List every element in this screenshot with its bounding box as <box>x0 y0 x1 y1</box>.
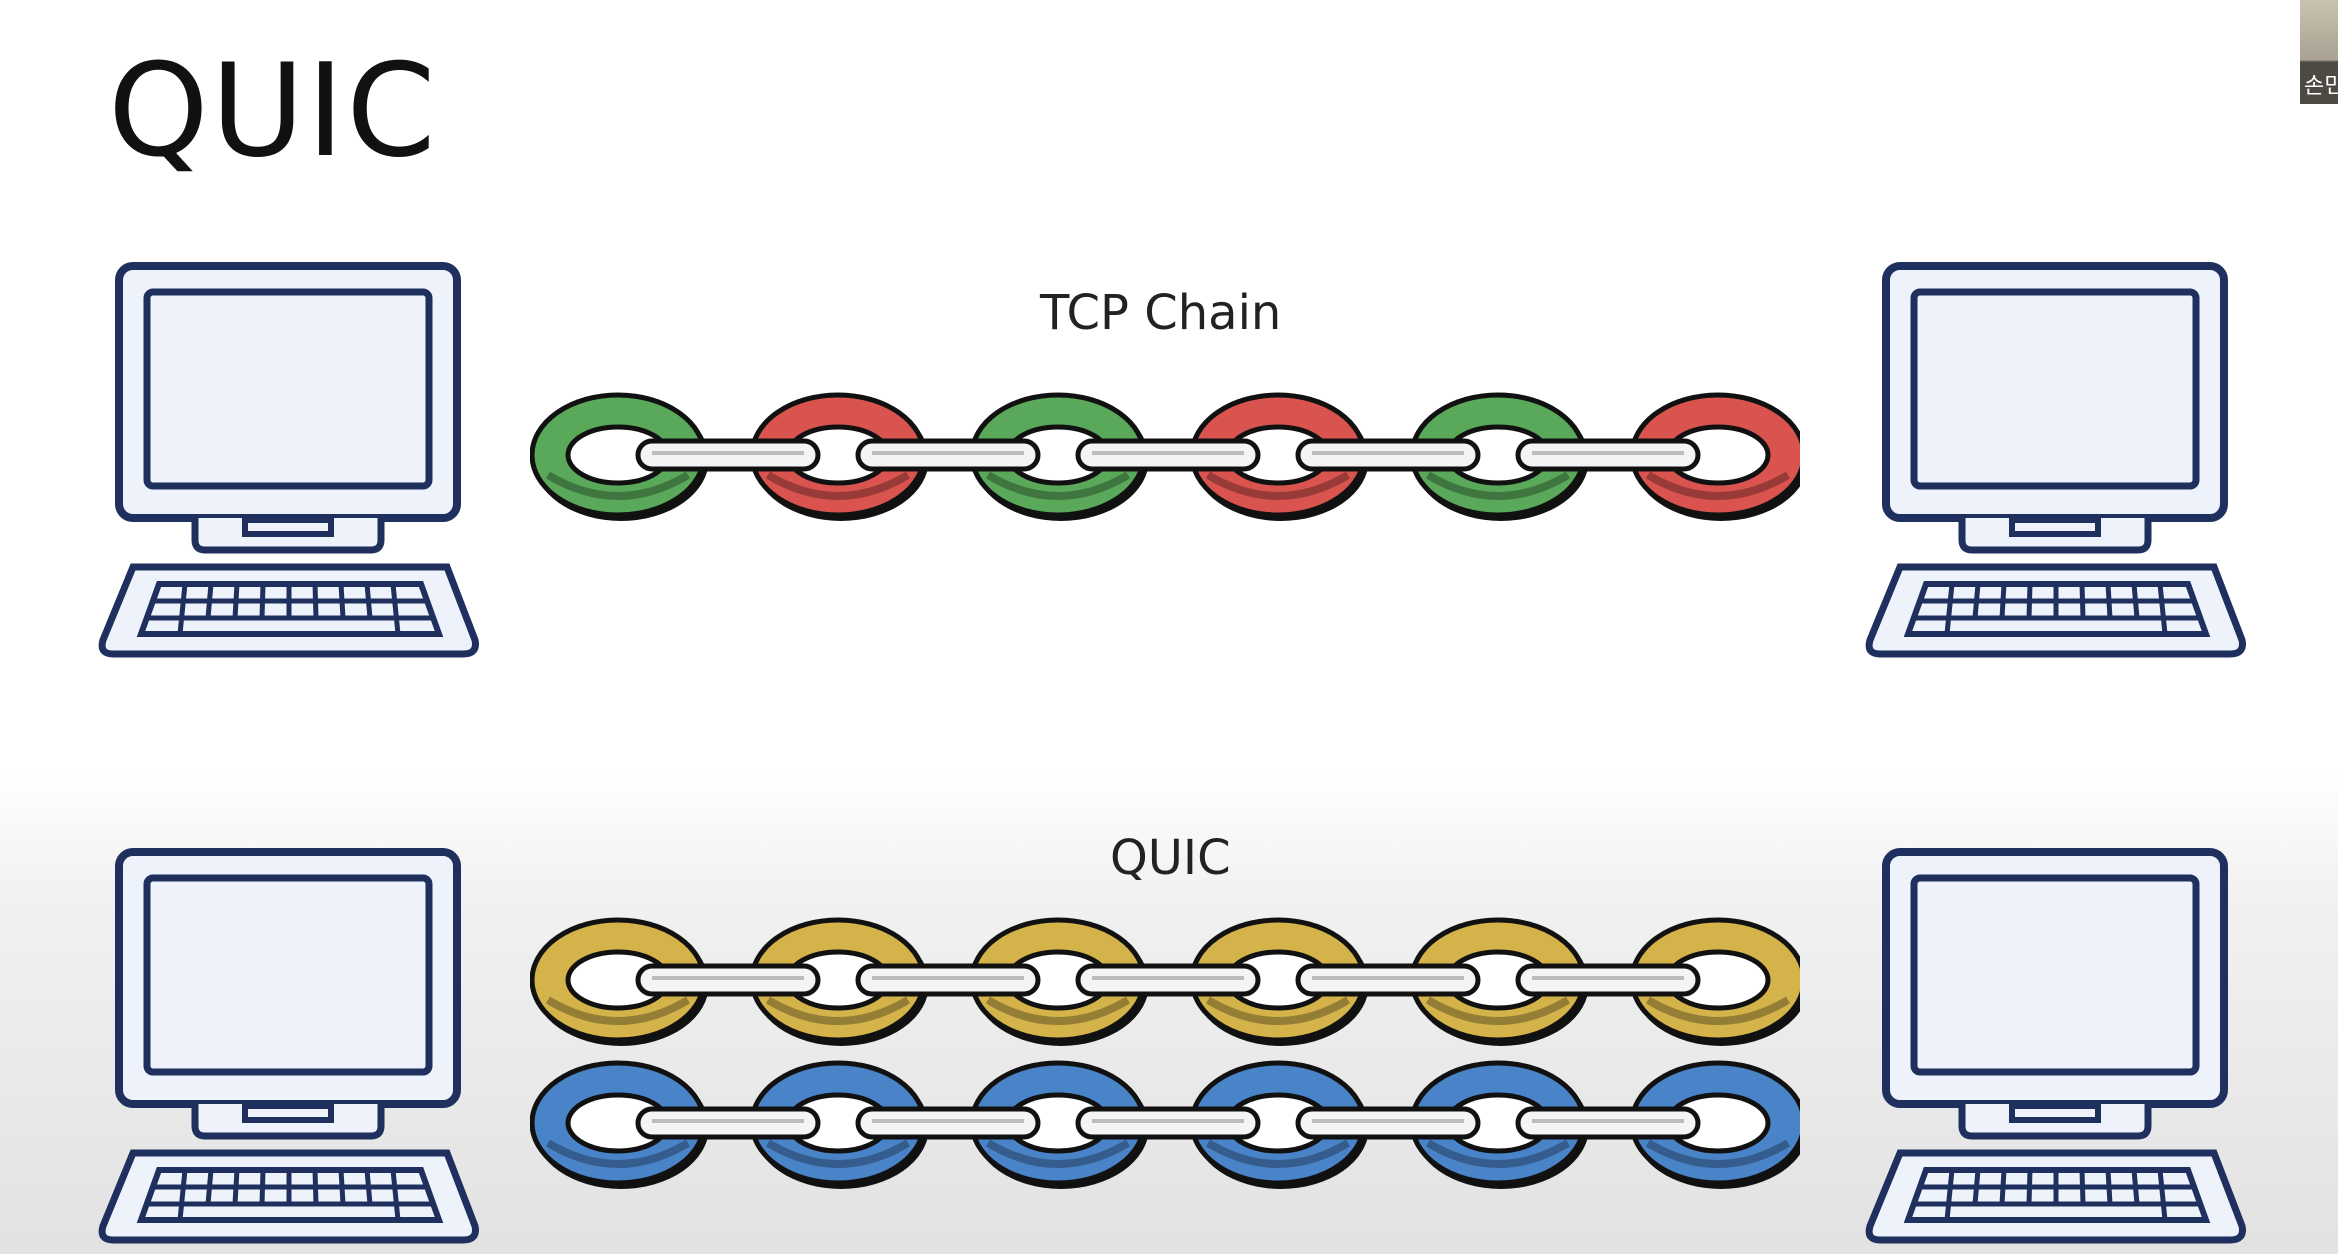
chain-link-icon <box>1189 392 1369 521</box>
slide-title: QUIC <box>108 37 438 186</box>
computer-icon <box>1862 262 2252 662</box>
tcp-chain-label: TCP Chain <box>1040 285 1282 341</box>
chain-connector-link <box>1295 1106 1481 1140</box>
quic-stream-chain-2 <box>530 1060 1800 1189</box>
chain-connector-link <box>1295 438 1481 472</box>
chain-connector-link <box>855 438 1041 472</box>
chain-connector-link <box>1295 963 1481 997</box>
chain-link-icon <box>1629 1060 1800 1189</box>
chain-link-icon <box>969 1060 1149 1189</box>
chain-link-icon <box>749 1060 929 1189</box>
chain-connector-link <box>1515 1106 1701 1140</box>
computer-icon <box>95 262 485 662</box>
chain-link-icon <box>530 1060 709 1189</box>
chain-connector-link <box>635 963 821 997</box>
chain-link-icon <box>1409 1060 1589 1189</box>
chain-link-icon <box>530 917 709 1046</box>
chain-link-icon <box>749 917 929 1046</box>
quic-stream-chain-1 <box>530 917 1800 1046</box>
chain-connector-link <box>855 963 1041 997</box>
computer-icon <box>95 848 485 1248</box>
chain-link-icon <box>1189 917 1369 1046</box>
webcam-thumbnail <box>2300 0 2338 104</box>
chain-connector-link <box>1075 963 1261 997</box>
tcp-chain <box>530 392 1800 521</box>
chain-link-icon <box>1189 1060 1369 1189</box>
chain-connector-link <box>1075 1106 1261 1140</box>
webcam-participant-name: 손민 <box>2304 74 2338 99</box>
chain-link-icon <box>1629 917 1800 1046</box>
chain-connector-link <box>635 438 821 472</box>
chain-link-icon <box>530 392 709 521</box>
chain-connector-link <box>1515 438 1701 472</box>
chain-connector-link <box>1075 438 1261 472</box>
chain-link-icon <box>1409 392 1589 521</box>
chain-link-icon <box>1409 917 1589 1046</box>
quic-chain-label: QUIC <box>1110 830 1231 886</box>
chain-connector-link <box>1515 963 1701 997</box>
chain-link-icon <box>969 392 1149 521</box>
chain-connector-link <box>855 1106 1041 1140</box>
chain-link-icon <box>969 917 1149 1046</box>
computer-icon <box>1862 848 2252 1248</box>
chain-connector-link <box>635 1106 821 1140</box>
